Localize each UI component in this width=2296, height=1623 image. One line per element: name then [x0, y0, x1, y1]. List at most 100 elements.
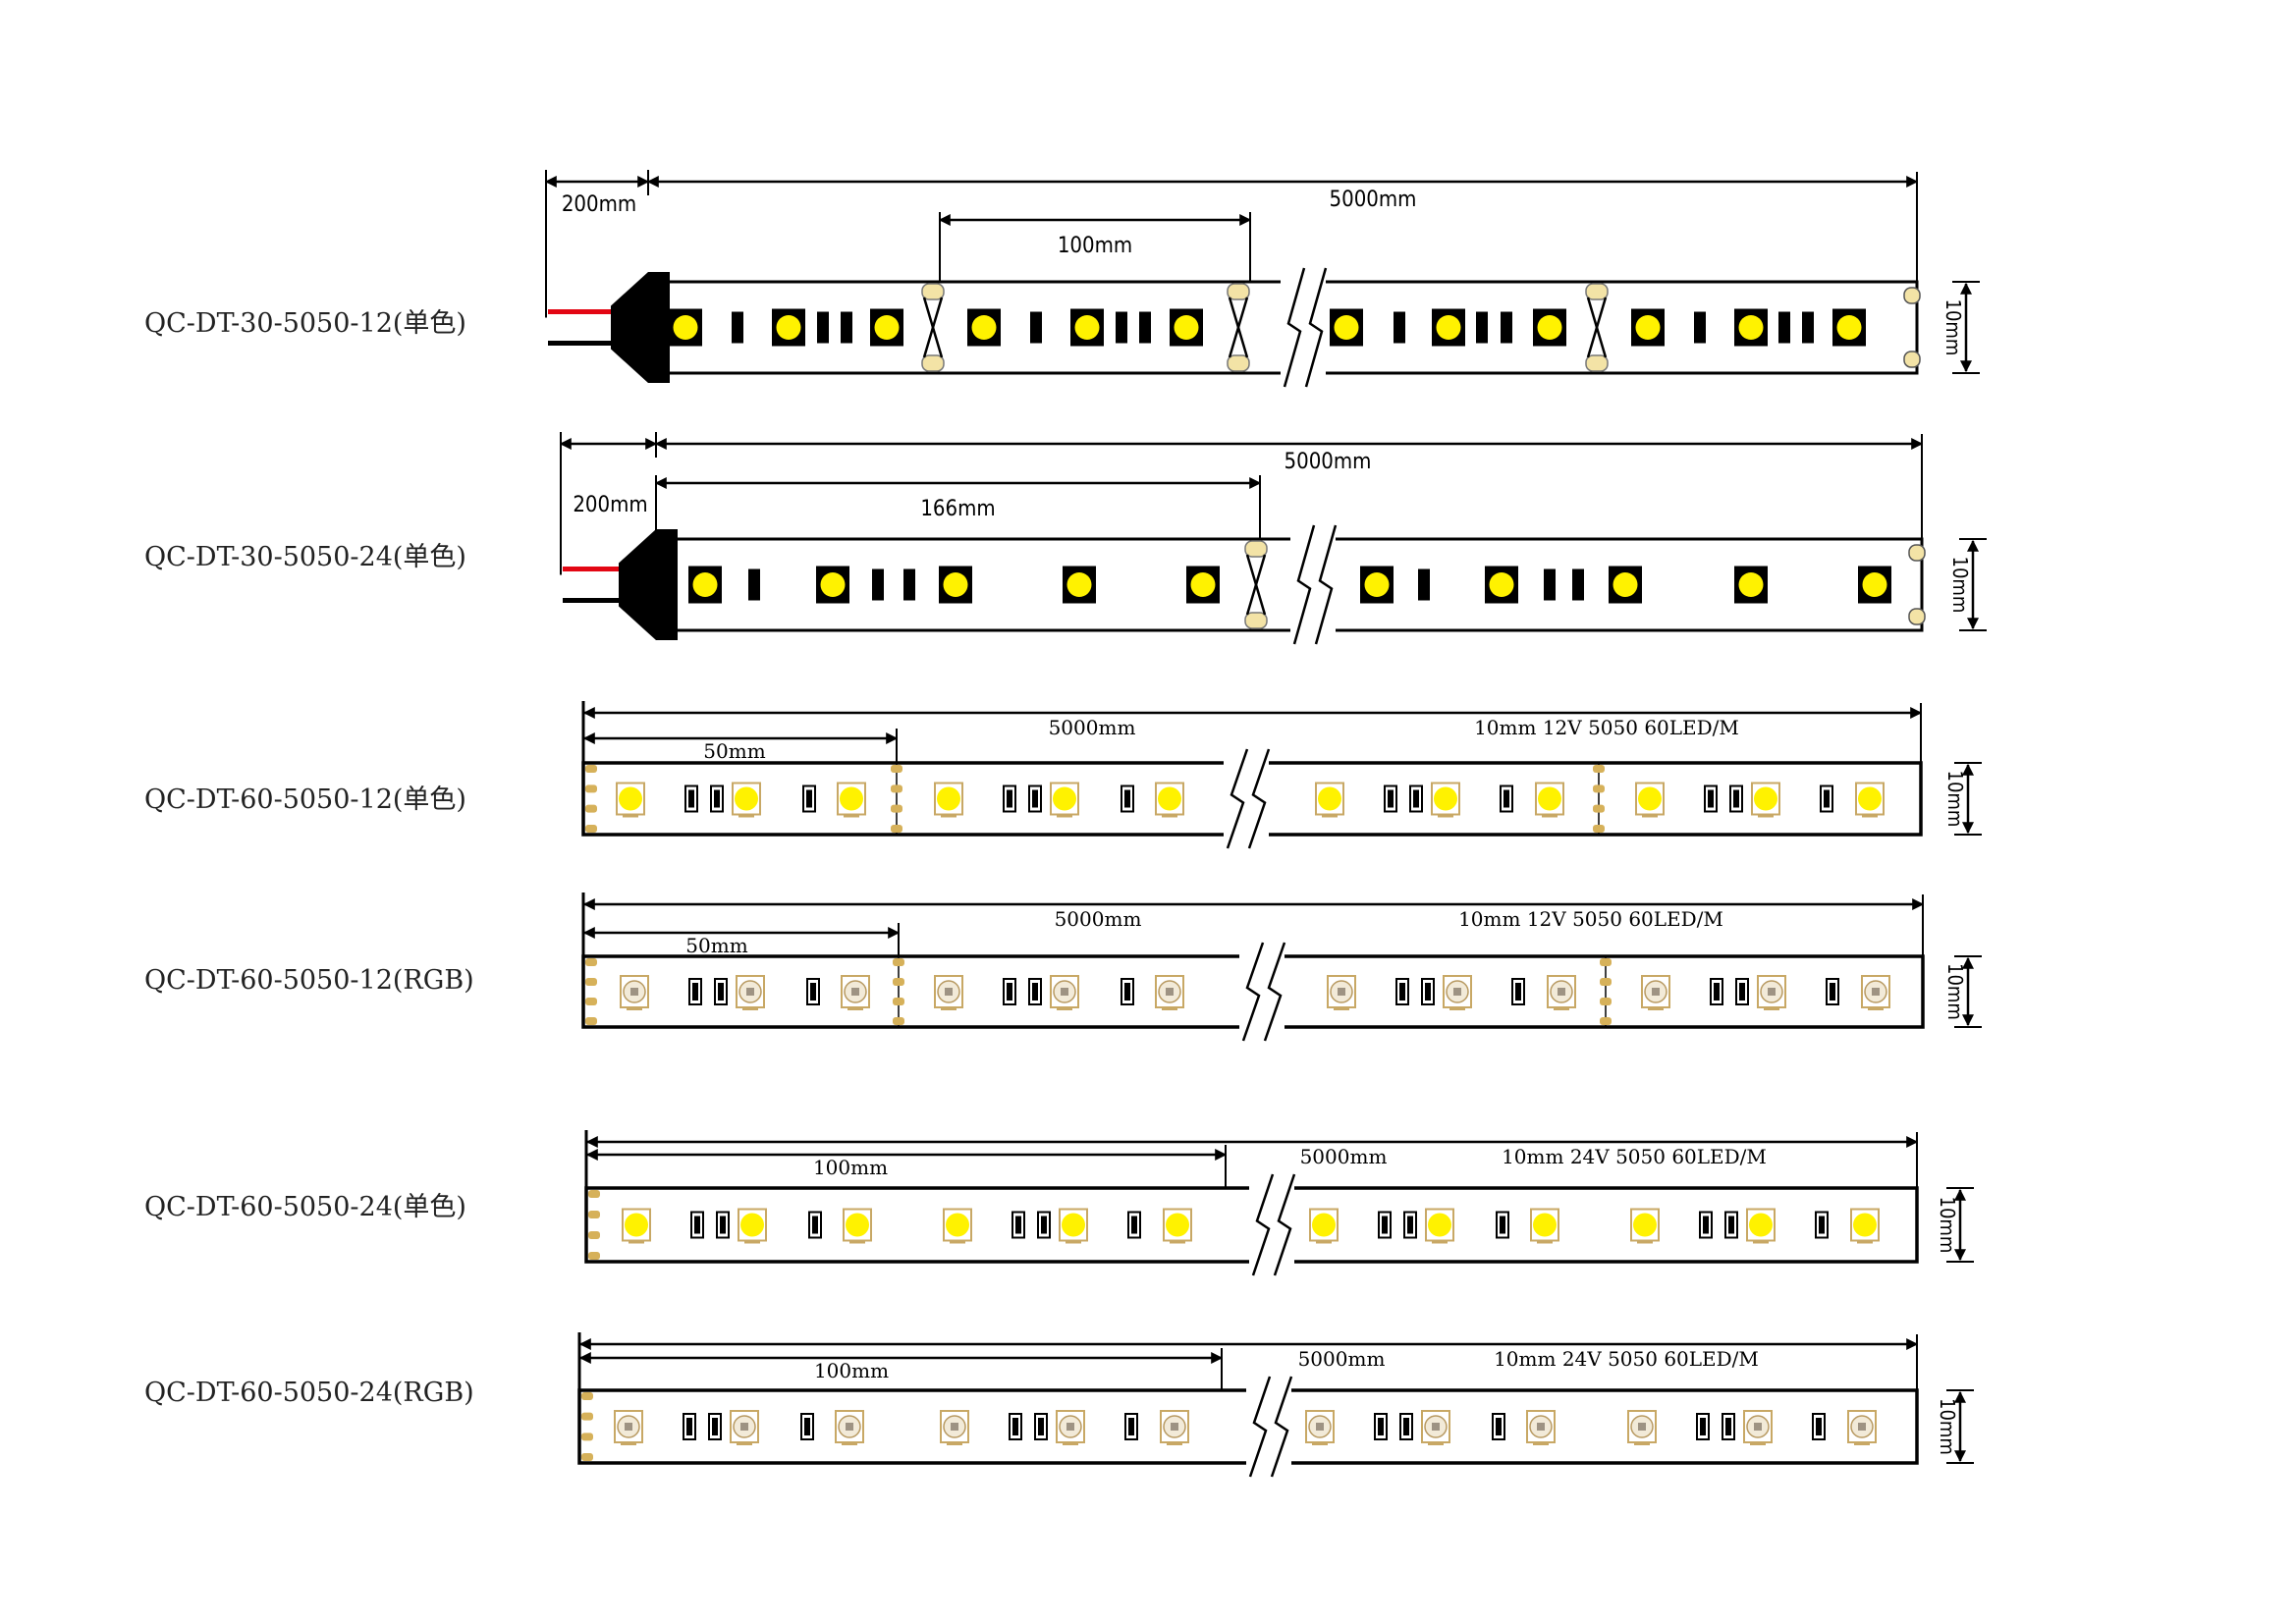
cut-pad	[1227, 283, 1250, 300]
led-lens	[1635, 315, 1661, 340]
solder-pad	[585, 784, 597, 793]
led-lens	[1853, 1213, 1877, 1237]
solder-pad	[585, 998, 597, 1005]
solder-pad	[581, 1433, 593, 1441]
led-lens	[1638, 786, 1662, 811]
led-lens	[1533, 1213, 1557, 1237]
model-label-3: QC-DT-60-5050-12(单色)	[144, 784, 466, 815]
cut-mark	[1586, 323, 1608, 358]
resistor	[1572, 568, 1584, 601]
led-lens	[1738, 315, 1764, 340]
resistor-body	[812, 1216, 818, 1234]
resistor	[841, 311, 852, 344]
resistor-body	[1407, 1216, 1413, 1234]
resistor	[1139, 311, 1151, 344]
solder-pad	[893, 1017, 904, 1025]
led-lens	[1190, 572, 1216, 597]
resistor-body	[1515, 983, 1521, 1001]
solder-pad	[588, 1231, 600, 1239]
led-lens	[874, 315, 900, 340]
break-line	[1226, 748, 1249, 849]
led-lens	[846, 1213, 869, 1237]
resistor-body	[1725, 1418, 1731, 1435]
led-lens	[971, 315, 997, 340]
cut-mark	[922, 323, 944, 358]
solder-pad	[585, 958, 597, 966]
resistor	[1476, 311, 1488, 344]
led-lens	[1066, 572, 1092, 597]
pitch-label: 100mm	[813, 1156, 888, 1179]
solder-pad	[1600, 1017, 1612, 1025]
led-lens	[1074, 315, 1100, 340]
pitch-label: 100mm	[1058, 234, 1132, 258]
resistor-body	[1816, 1418, 1822, 1435]
break-line	[1241, 942, 1265, 1042]
led-die	[1171, 1423, 1178, 1431]
led-die	[1768, 988, 1776, 996]
solder-pad	[891, 825, 902, 833]
lead-label: 200mm	[573, 493, 647, 517]
resistor	[1802, 311, 1814, 344]
led-lens	[1062, 1213, 1085, 1237]
solder-pad	[1600, 958, 1612, 966]
led-die	[1061, 988, 1068, 996]
model-label-6: QC-DT-60-5050-24(RGB)	[144, 1378, 474, 1408]
led-die	[1537, 1423, 1545, 1431]
width-label: 10mm	[1936, 1398, 1959, 1455]
led-lens	[1428, 1213, 1451, 1237]
width-label: 10mm	[1948, 557, 1972, 614]
solder-pad	[581, 1412, 593, 1421]
led-die	[746, 988, 754, 996]
total-label: 5000mm	[1330, 188, 1417, 212]
led-lens	[1754, 786, 1777, 811]
resistor	[1116, 311, 1127, 344]
led-lens	[1312, 1213, 1336, 1237]
break-line	[1270, 1376, 1293, 1478]
led-lens	[943, 572, 968, 597]
end-pad	[1903, 287, 1921, 304]
break-line	[1247, 748, 1271, 849]
led-die	[951, 1423, 958, 1431]
break-line	[1292, 524, 1316, 645]
led-lens	[1158, 786, 1181, 811]
resistor	[748, 568, 760, 601]
led-lens	[1836, 315, 1862, 340]
resistor-body	[694, 1216, 700, 1234]
led-lens	[1318, 786, 1341, 811]
cut-mark	[1245, 580, 1267, 616]
width-label: 10mm	[1941, 299, 1965, 356]
solder-pad	[585, 765, 597, 773]
pitch-label: 50mm	[703, 739, 765, 763]
spec-label: 10mm 24V 5050 60LED/M	[1494, 1347, 1759, 1371]
led-lens	[1537, 315, 1562, 340]
resistor-body	[688, 789, 694, 808]
resistor-body	[1425, 983, 1431, 1001]
resistor-body	[686, 1418, 692, 1435]
total-label: 5000mm	[1049, 716, 1136, 739]
resistor-body	[712, 1418, 718, 1435]
break-line	[1314, 524, 1338, 645]
solder-pad	[1593, 765, 1605, 773]
led-lens	[625, 1213, 648, 1237]
resistor-body	[1038, 1418, 1044, 1435]
resistor-body	[810, 983, 816, 1001]
solder-pad	[588, 1211, 600, 1218]
led-lens	[1749, 1213, 1773, 1237]
led-lens	[673, 315, 698, 340]
resistor-body	[1819, 1216, 1825, 1234]
led-lens	[1858, 786, 1882, 811]
cut-pad	[1585, 283, 1609, 300]
spec-label: 10mm 24V 5050 60LED/M	[1502, 1145, 1767, 1168]
break-line	[1283, 267, 1306, 388]
led-lens	[1738, 572, 1764, 597]
solder-pad	[1593, 784, 1605, 793]
break-line	[1273, 1173, 1296, 1276]
resistor	[1501, 311, 1512, 344]
resistor-body	[1700, 1418, 1706, 1435]
resistor	[1694, 311, 1706, 344]
led-die	[1166, 988, 1174, 996]
led-die	[1316, 1423, 1324, 1431]
end-pad	[1908, 544, 1926, 562]
led-lens	[1364, 572, 1390, 597]
